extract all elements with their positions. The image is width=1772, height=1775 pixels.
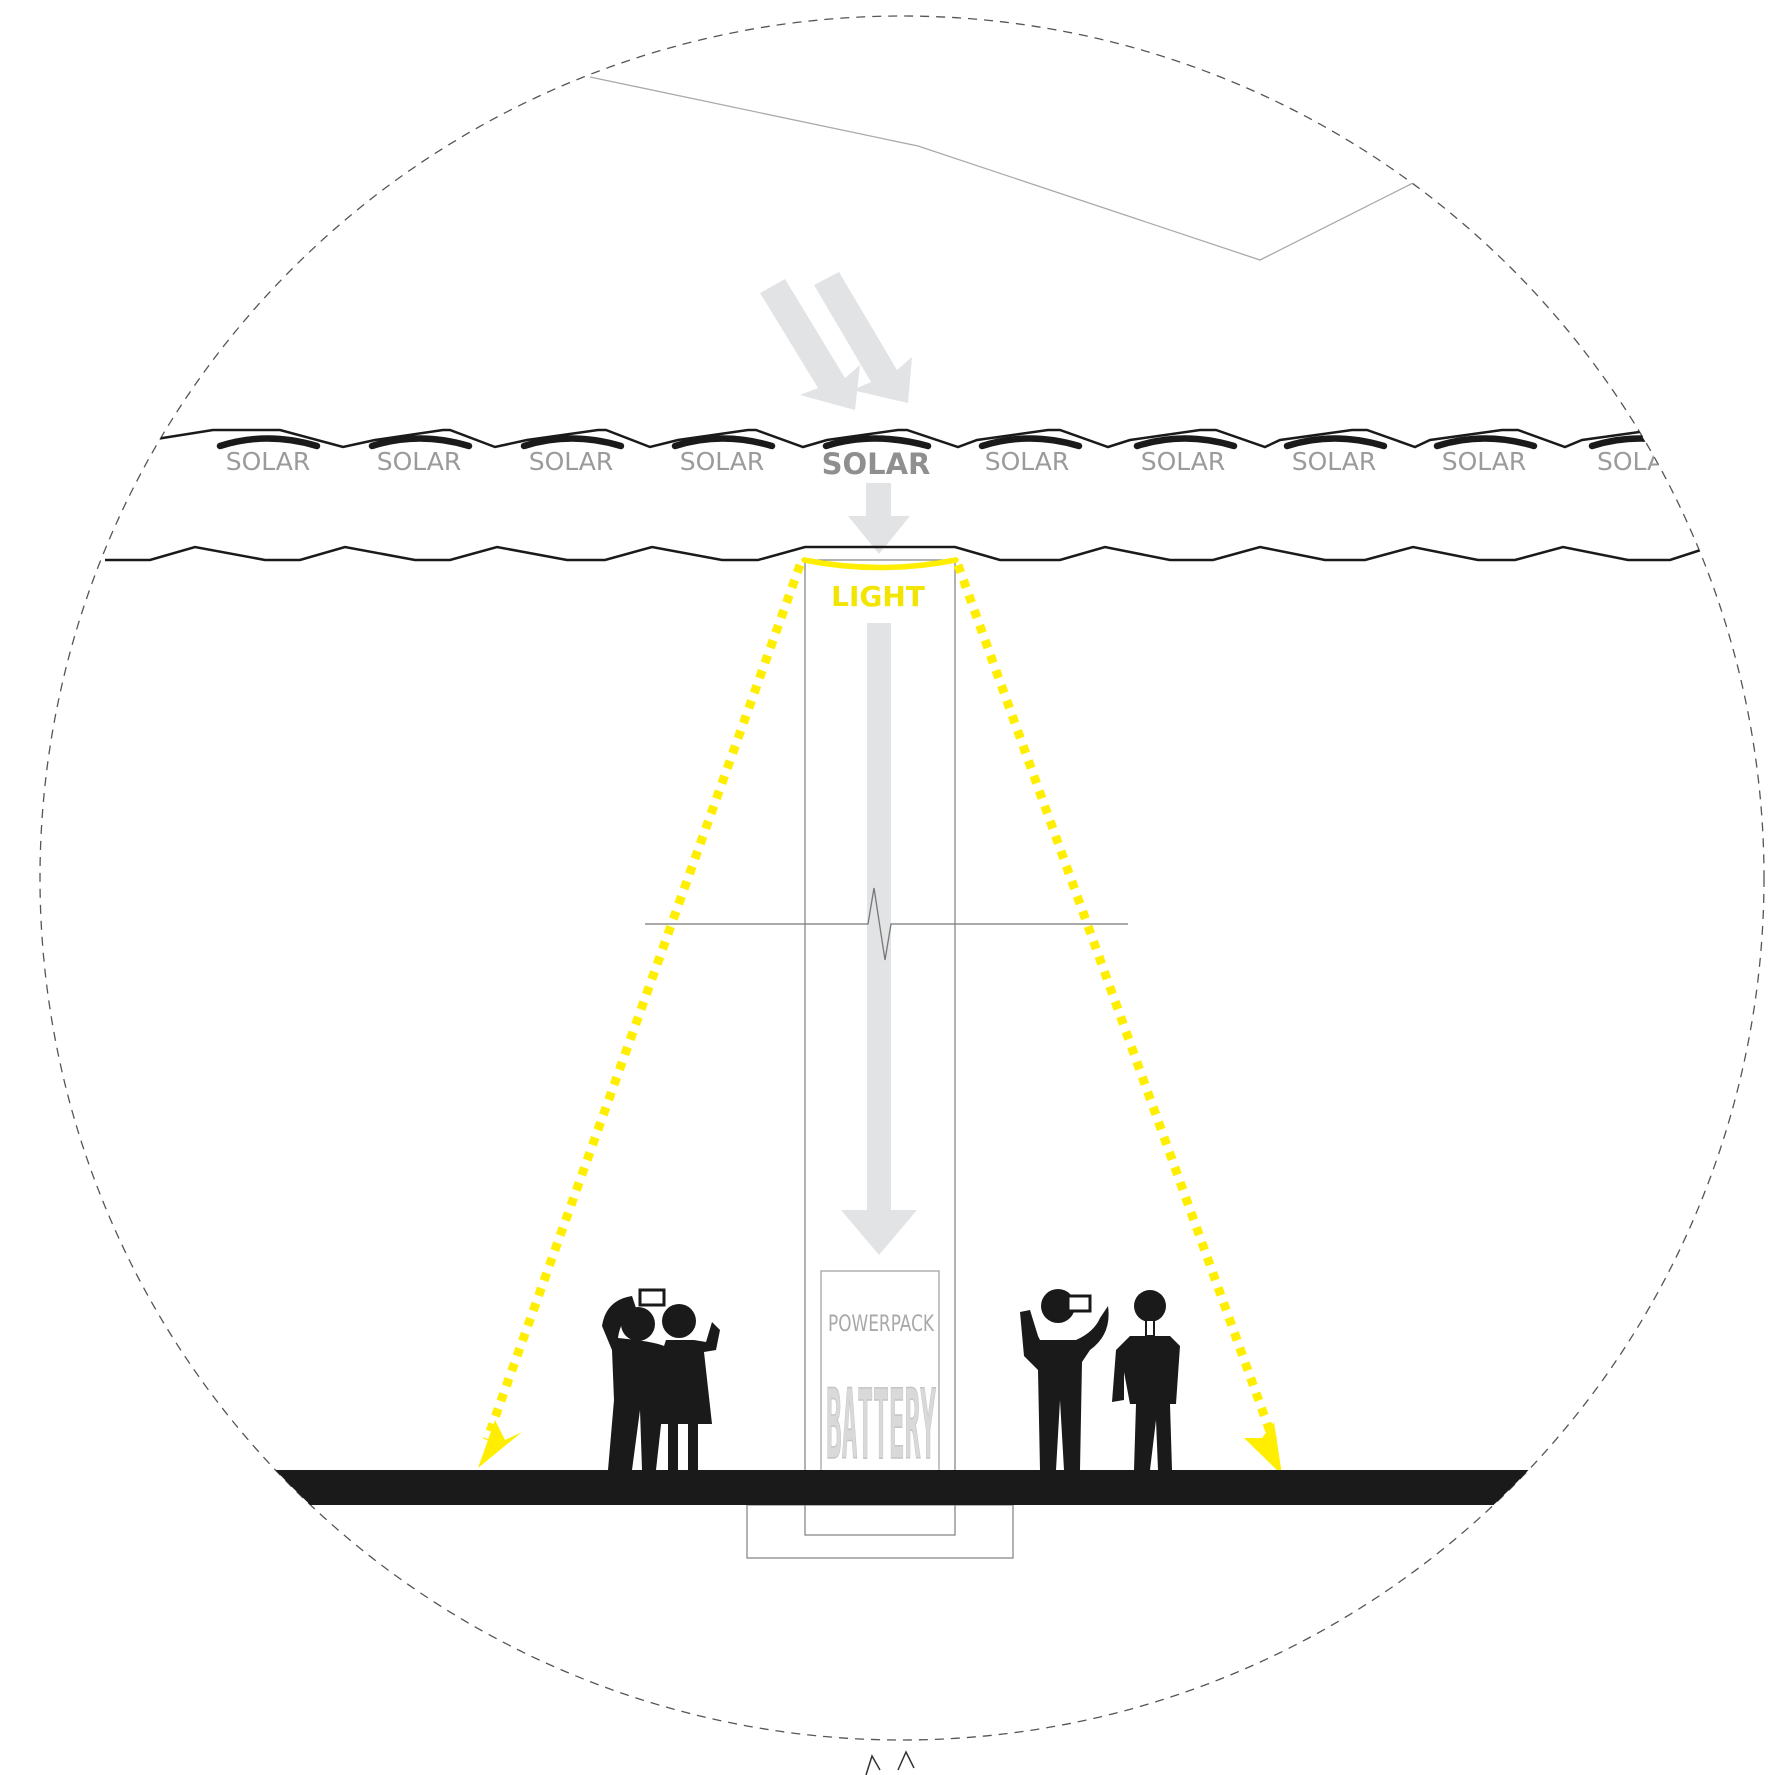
light-column — [804, 559, 956, 1536]
light-arrowhead-left — [478, 1420, 522, 1468]
solar-panel — [1588, 435, 1694, 450]
solar-panel — [368, 435, 473, 450]
solar-panel — [520, 435, 625, 450]
solar-label: SOLAR — [529, 447, 614, 476]
person-icon — [602, 1288, 668, 1470]
light-spread-line-right — [953, 563, 1278, 1442]
sun-rays-icon — [760, 272, 912, 410]
solar-label: SOLAR — [226, 447, 311, 476]
powerpack-label: POWERPACK — [828, 1312, 934, 1337]
solar-panel-main — [822, 435, 932, 450]
solar-label: SOLAR — [1442, 447, 1527, 476]
battery-label: BATTERY — [826, 1369, 936, 1481]
person-icon — [1020, 1289, 1109, 1470]
solar-label: SOLAR — [680, 447, 765, 476]
ceiling-line — [105, 545, 1711, 562]
solar-label: SOLAR — [1292, 447, 1377, 476]
north-arrow-icon — [865, 1750, 915, 1775]
break-line — [645, 887, 1128, 961]
solar-main-label: SOLAR — [822, 447, 931, 481]
light-fixture — [801, 557, 959, 571]
energy-arrow-icon — [848, 483, 910, 554]
floor-slab — [200, 1470, 1600, 1505]
solar-panel — [1283, 435, 1388, 450]
detail-boundary-circle — [39, 15, 1765, 1741]
roof-outline — [589, 76, 1416, 261]
solar-label: SOLAR — [985, 447, 1070, 476]
solar-panel-strip — [99, 428, 1701, 449]
solar-panel — [671, 435, 776, 450]
solar-label: SOLAR — [377, 447, 462, 476]
light-spread — [478, 563, 1282, 1475]
light-spread-line-left — [482, 563, 805, 1442]
solar-panel — [216, 435, 321, 450]
energy-arrow-icon — [841, 623, 917, 1255]
solar-label: SOLAR — [1141, 447, 1226, 476]
person-icon — [650, 1304, 720, 1470]
person-icon — [1112, 1290, 1180, 1470]
solar-label-cut: SOLA — [1597, 447, 1664, 476]
light-label: LIGHT — [831, 580, 925, 613]
foundation — [746, 1504, 1014, 1559]
light-arrowhead-right — [1244, 1422, 1282, 1475]
solar-panel — [1433, 435, 1538, 450]
solar-panel — [1133, 435, 1238, 450]
solar-labels: SOLAR SOLAR SOLAR SOLAR SOLAR SOLAR SOLA… — [226, 447, 1664, 481]
solar-panel — [978, 435, 1083, 450]
